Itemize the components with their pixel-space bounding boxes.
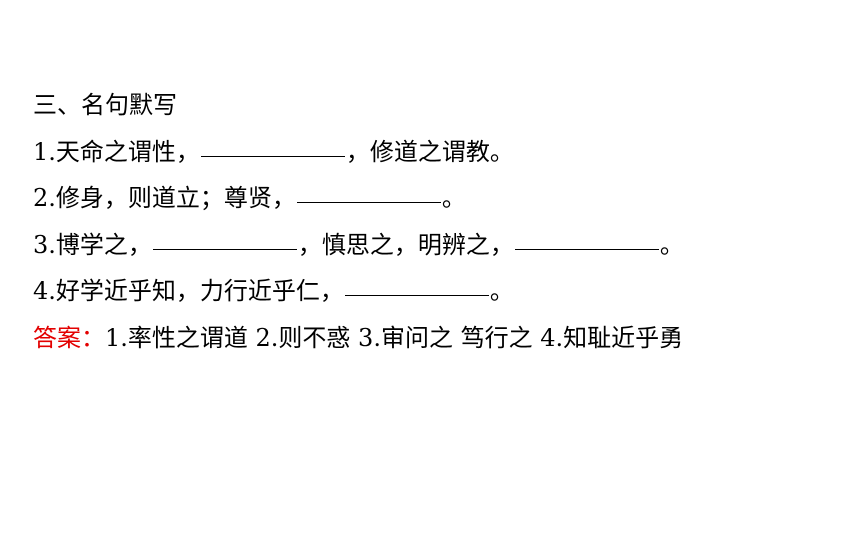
question-4-before: 4.好学近乎知，力行近乎仁， bbox=[33, 277, 344, 305]
question-4-after: 。 bbox=[489, 277, 514, 305]
question-3-after: 。 bbox=[659, 230, 684, 259]
question-1-after: ，修道之谓教。 bbox=[345, 137, 514, 166]
fill-blank-2 bbox=[296, 201, 441, 204]
question-3: 3.博学之， ，慎思之，明辨之， 。 bbox=[33, 222, 833, 269]
question-1-before: 1.天命之谓性， bbox=[33, 137, 200, 166]
fill-blank-1 bbox=[200, 155, 345, 157]
exercise-content: 三、名句默写 1.天命之谓性， ，修道之谓教。 2.修身，则道立；尊贤， 。 3.博… bbox=[33, 82, 833, 361]
question-1: 1.天命之谓性， ，修道之谓教。 bbox=[33, 129, 833, 176]
question-2-before: 2.修身，则道立；尊贤， bbox=[33, 184, 296, 212]
question-3-middle: ，慎思之，明辨之， bbox=[297, 230, 514, 259]
section-title: 三、名句默写 bbox=[33, 82, 833, 129]
question-3-before: 3.博学之， bbox=[33, 230, 152, 259]
question-2-after: 。 bbox=[441, 184, 466, 212]
answer-label: 答案： bbox=[33, 323, 105, 352]
fill-blank-3a bbox=[152, 248, 297, 250]
question-2: 2.修身，则道立；尊贤， 。 bbox=[33, 175, 833, 222]
answer-line: 答案：1.率性之谓道 2.则不惑 3.审问之 笃行之 4.知耻近乎勇 bbox=[33, 315, 833, 362]
answer-text: 1.率性之谓道 2.则不惑 3.审问之 笃行之 4.知耻近乎勇 bbox=[105, 323, 684, 352]
question-4: 4.好学近乎知，力行近乎仁， 。 bbox=[33, 268, 833, 315]
section-title-text: 三、名句默写 bbox=[33, 91, 177, 119]
fill-blank-4 bbox=[344, 294, 489, 297]
fill-blank-3b bbox=[514, 248, 659, 250]
